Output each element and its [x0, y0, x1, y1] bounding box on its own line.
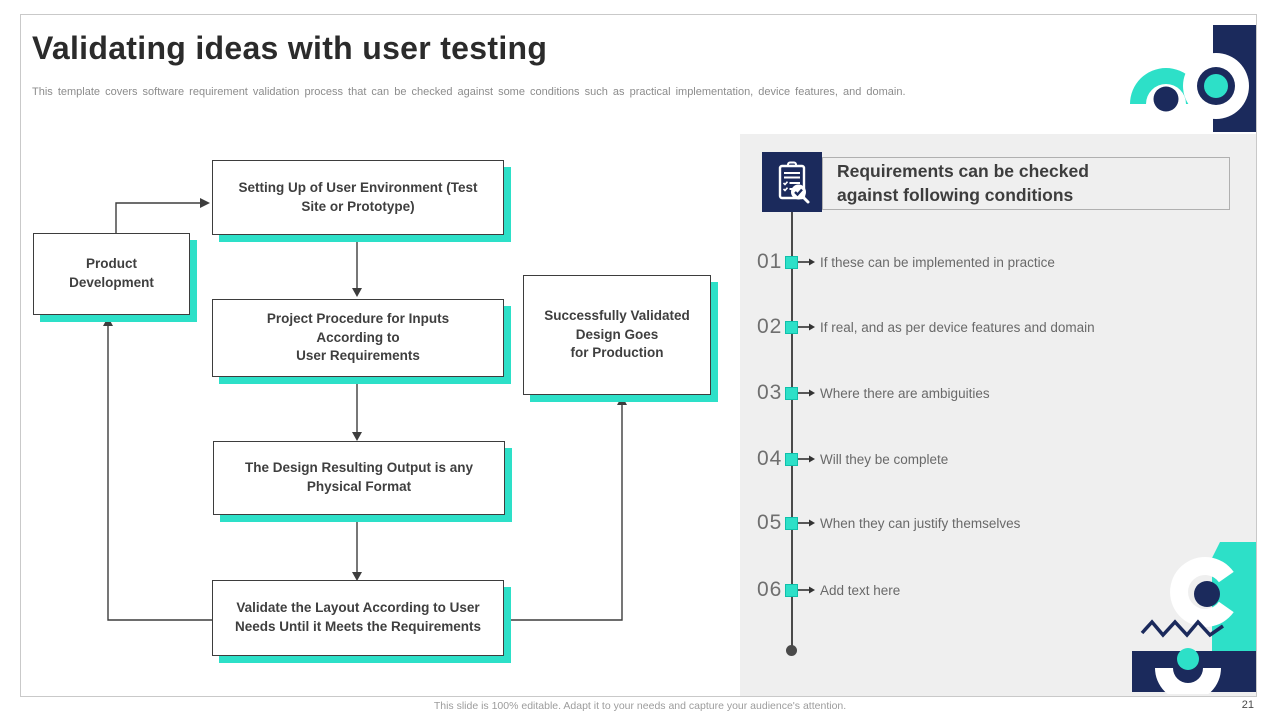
flow-box-product-development: Product Development	[33, 233, 190, 315]
condition-item-1: 01 If these can be implemented in practi…	[757, 249, 1055, 275]
condition-number: 01	[757, 250, 783, 273]
slide-title: Validating ideas with user testing	[32, 30, 548, 66]
timeline-end-dot	[786, 645, 797, 656]
flow-box-successfully-validated: Successfully Validated Design Goes for P…	[523, 275, 711, 395]
footer-note: This slide is 100% editable. Adapt it to…	[433, 700, 847, 712]
condition-item-4: 04 Will they be complete	[757, 446, 948, 472]
teal-square-marker	[785, 255, 798, 269]
arrow-right-icon	[798, 455, 815, 463]
timeline-line	[791, 212, 793, 650]
teal-square-marker	[785, 583, 798, 597]
conditions-heading: Requirements can be checked against foll…	[822, 157, 1230, 210]
teal-square-marker	[785, 452, 798, 466]
slide-subtitle: This template covers software requiremen…	[32, 86, 906, 98]
flow-box-setting-up: Setting Up of User Environment (Test Sit…	[212, 160, 504, 235]
teal-square-marker	[785, 386, 798, 400]
arrow-right-icon	[798, 389, 815, 397]
condition-text: Add text here	[820, 582, 901, 598]
clipboard-check-icon	[762, 152, 822, 212]
condition-item-5: 05 When they can justify themselves	[757, 510, 1020, 536]
condition-text: Where there are ambiguities	[820, 385, 990, 401]
page-number: 21	[1241, 699, 1254, 711]
teal-square-marker	[785, 516, 798, 530]
condition-item-2: 02 If real, and as per device features a…	[757, 314, 1095, 340]
condition-item-3: 03 Where there are ambiguities	[757, 380, 990, 406]
condition-number: 06	[757, 578, 783, 601]
condition-text: When they can justify themselves	[820, 515, 1021, 531]
arrow-right-icon	[798, 258, 815, 266]
flow-box-project-procedure: Project Procedure for Inputs According t…	[212, 299, 504, 377]
condition-text: Will they be complete	[820, 451, 949, 467]
condition-number: 03	[757, 381, 783, 404]
condition-text: If these can be implemented in practice	[820, 254, 1055, 270]
condition-number: 02	[757, 315, 783, 338]
flow-box-validate-layout: Validate the Layout According to User Ne…	[212, 580, 504, 656]
condition-number: 04	[757, 447, 783, 470]
condition-item-6: 06 Add text here	[757, 577, 900, 603]
teal-square-marker	[785, 320, 798, 334]
arrow-right-icon	[798, 323, 815, 331]
condition-number: 05	[757, 511, 783, 534]
flow-box-design-output: The Design Resulting Output is any Physi…	[213, 441, 505, 515]
conditions-panel	[740, 134, 1256, 696]
arrow-right-icon	[798, 586, 815, 594]
arrow-right-icon	[798, 519, 815, 527]
condition-text: If real, and as per device features and …	[820, 319, 1095, 335]
